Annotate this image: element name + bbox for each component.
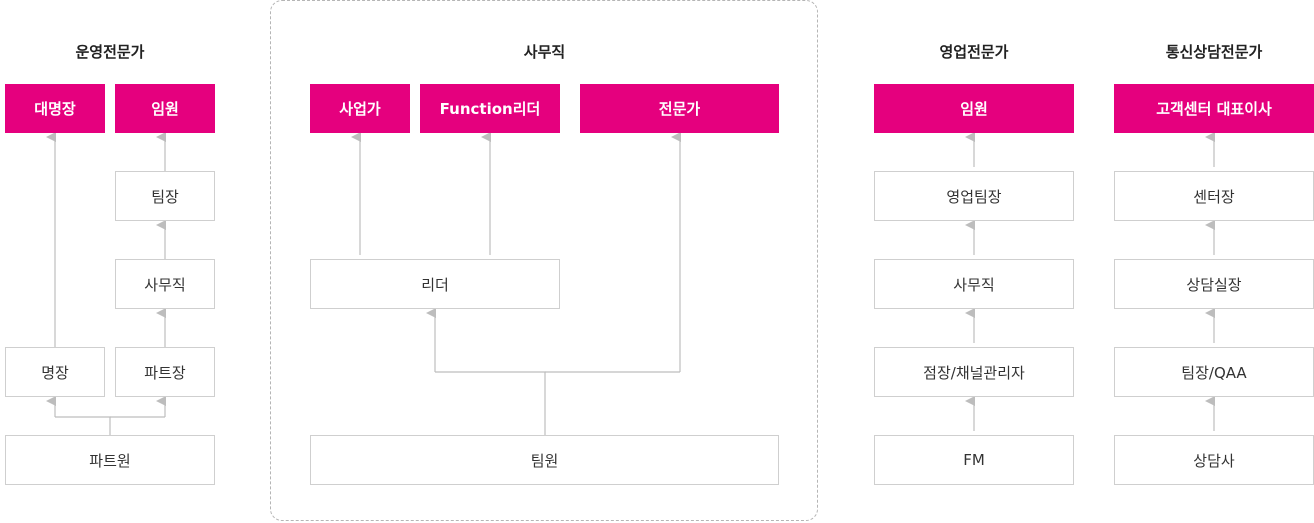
office-section-title: 사무직 bbox=[523, 43, 566, 61]
sales-office-box: 사무직 bbox=[874, 259, 1074, 309]
ops-exec-store-box: 대명장 bbox=[5, 84, 105, 133]
office-function-leader-box: Function리더 bbox=[420, 84, 560, 133]
office-expert-box: 전문가 bbox=[580, 84, 779, 133]
ops-office-box: 사무직 bbox=[115, 259, 215, 309]
cs-ceo-box: 고객센터 대표이사 bbox=[1114, 84, 1314, 133]
cs-team-qaa-box: 팀장/QAA bbox=[1114, 347, 1314, 397]
sales-lead-box: 영업팀장 bbox=[874, 171, 1074, 221]
ops-exec-box: 임원 bbox=[115, 84, 215, 133]
cs-room-head-box: 상담실장 bbox=[1114, 259, 1314, 309]
office-section-frame bbox=[270, 0, 818, 521]
sales-store-mgr-box: 점장/채널관리자 bbox=[874, 347, 1074, 397]
branch-member-left bbox=[435, 371, 546, 435]
ops-master-box: 명장 bbox=[5, 347, 105, 397]
office-team-member-box: 팀원 bbox=[310, 435, 779, 485]
office-leader-box: 리더 bbox=[310, 259, 560, 309]
sales-exec-box: 임원 bbox=[874, 84, 1074, 133]
ops-section-title: 운영전문가 bbox=[75, 43, 145, 61]
ops-part-lead-box: 파트장 bbox=[115, 347, 215, 397]
sales-fm-box: FM bbox=[874, 435, 1074, 485]
cs-agent-box: 상담사 bbox=[1114, 435, 1314, 485]
ops-part-member-box: 파트원 bbox=[5, 435, 215, 485]
cs-section-title: 통신상담전문가 bbox=[1165, 43, 1263, 61]
ops-team-lead-box: 팀장 bbox=[115, 171, 215, 221]
sales-section-title: 영업전문가 bbox=[939, 43, 1009, 61]
cs-center-head-box: 센터장 bbox=[1114, 171, 1314, 221]
office-business-box: 사업가 bbox=[310, 84, 410, 133]
branch-part-member-left bbox=[55, 416, 111, 435]
